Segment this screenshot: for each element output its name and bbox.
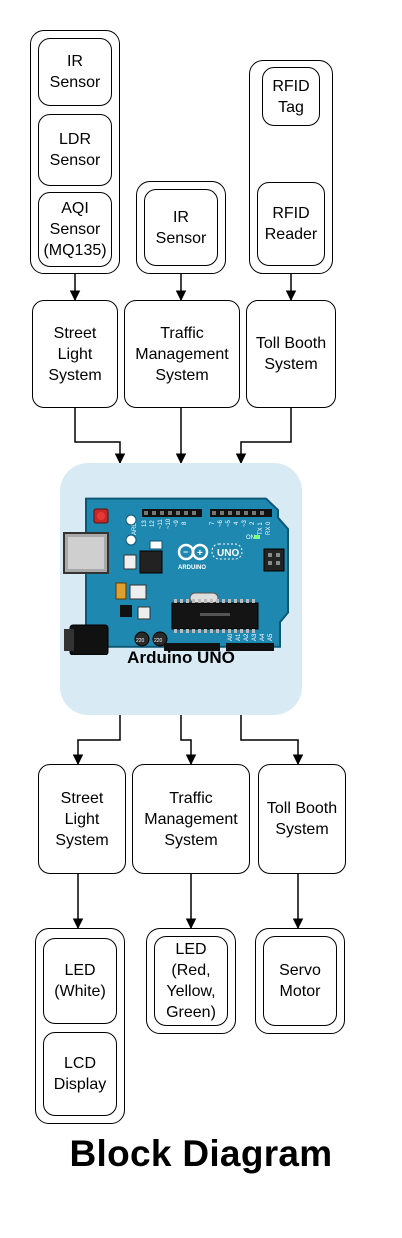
- traffic-management-system-output: Traffic Management System: [132, 764, 250, 874]
- street-light-system-input: Street Light System: [32, 300, 118, 408]
- aqi-sensor: AQI Sensor (MQ135): [38, 192, 112, 267]
- arduino-uno-label: Arduino UNO: [127, 648, 235, 667]
- ldr-sensor: LDR Sensor: [38, 114, 112, 186]
- led-white: LED (White): [43, 938, 117, 1024]
- pin-label-aref: AREF: [132, 519, 138, 535]
- traffic-management-system-input: Traffic Management System: [124, 300, 240, 408]
- on-led-label: ON: [246, 535, 255, 541]
- board-brand-text: ARDUINO: [178, 565, 206, 571]
- toll-booth-system-input: Toll Booth System: [246, 300, 336, 408]
- ir-sensor-traffic: IR Sensor: [144, 189, 218, 266]
- pin-label-10: ~10: [166, 518, 172, 529]
- rfid-reader: RFID Reader: [257, 182, 325, 266]
- pin-label-11: ~11: [158, 519, 164, 529]
- pin-label-a4: A4: [260, 633, 266, 641]
- rfid-tag: RFID Tag: [262, 67, 320, 126]
- servo-motor: Servo Motor: [263, 936, 337, 1026]
- pin-label-2: 2: [250, 521, 256, 525]
- pin-label-tx: TX 1: [258, 522, 264, 535]
- pin-label-12: 12: [150, 520, 156, 527]
- street-light-system-output: Street Light System: [38, 764, 126, 874]
- diagram-title: Block Diagram: [69, 1133, 333, 1174]
- pin-label-9: ~9: [174, 519, 180, 527]
- pin-label-13: 13: [142, 520, 148, 527]
- pin-label-a2: A2: [244, 633, 250, 641]
- toll-booth-system-output: Toll Booth System: [258, 764, 346, 874]
- pin-label-6: ~6: [218, 519, 224, 527]
- arduino-uno-board-image: 13 12 ~11 ~10 ~9 8 7 ~6 ~5 4 ~3 2 TX 1 R…: [63, 497, 289, 655]
- arrow-uno-to-street-output: [72, 715, 121, 766]
- arrow-uno-to-traffic-output: [180, 715, 197, 766]
- pin-label-4: 4: [234, 521, 240, 525]
- svg-text:−: −: [183, 547, 188, 557]
- pin-label-a1: A1: [236, 633, 242, 641]
- lcd-display: LCD Display: [43, 1032, 117, 1116]
- pin-label-a5: A5: [268, 633, 274, 641]
- board-model-text: UNO: [217, 548, 239, 559]
- pin-label-5: ~5: [226, 519, 232, 527]
- led-red-yellow-green: LED (Red, Yellow, Green): [154, 936, 228, 1026]
- pin-label-7: 7: [210, 521, 216, 525]
- capacitor-label-2: 220: [154, 638, 163, 644]
- arrow-street-system-to-uno: [74, 408, 126, 465]
- capacitor-label-1: 220: [136, 638, 145, 644]
- arrow-toll-system-to-uno: [235, 408, 292, 465]
- arrow-uno-to-toll-output: [240, 715, 304, 766]
- pin-label-3: ~3: [242, 519, 248, 527]
- pin-label-a0: A0: [228, 633, 234, 641]
- pin-label-8: 8: [182, 521, 188, 525]
- svg-text:+: +: [197, 548, 203, 559]
- pin-label-a3: A3: [252, 633, 258, 641]
- ir-sensor-street: IR Sensor: [38, 38, 112, 106]
- pin-label-rx: RX 0: [266, 521, 272, 535]
